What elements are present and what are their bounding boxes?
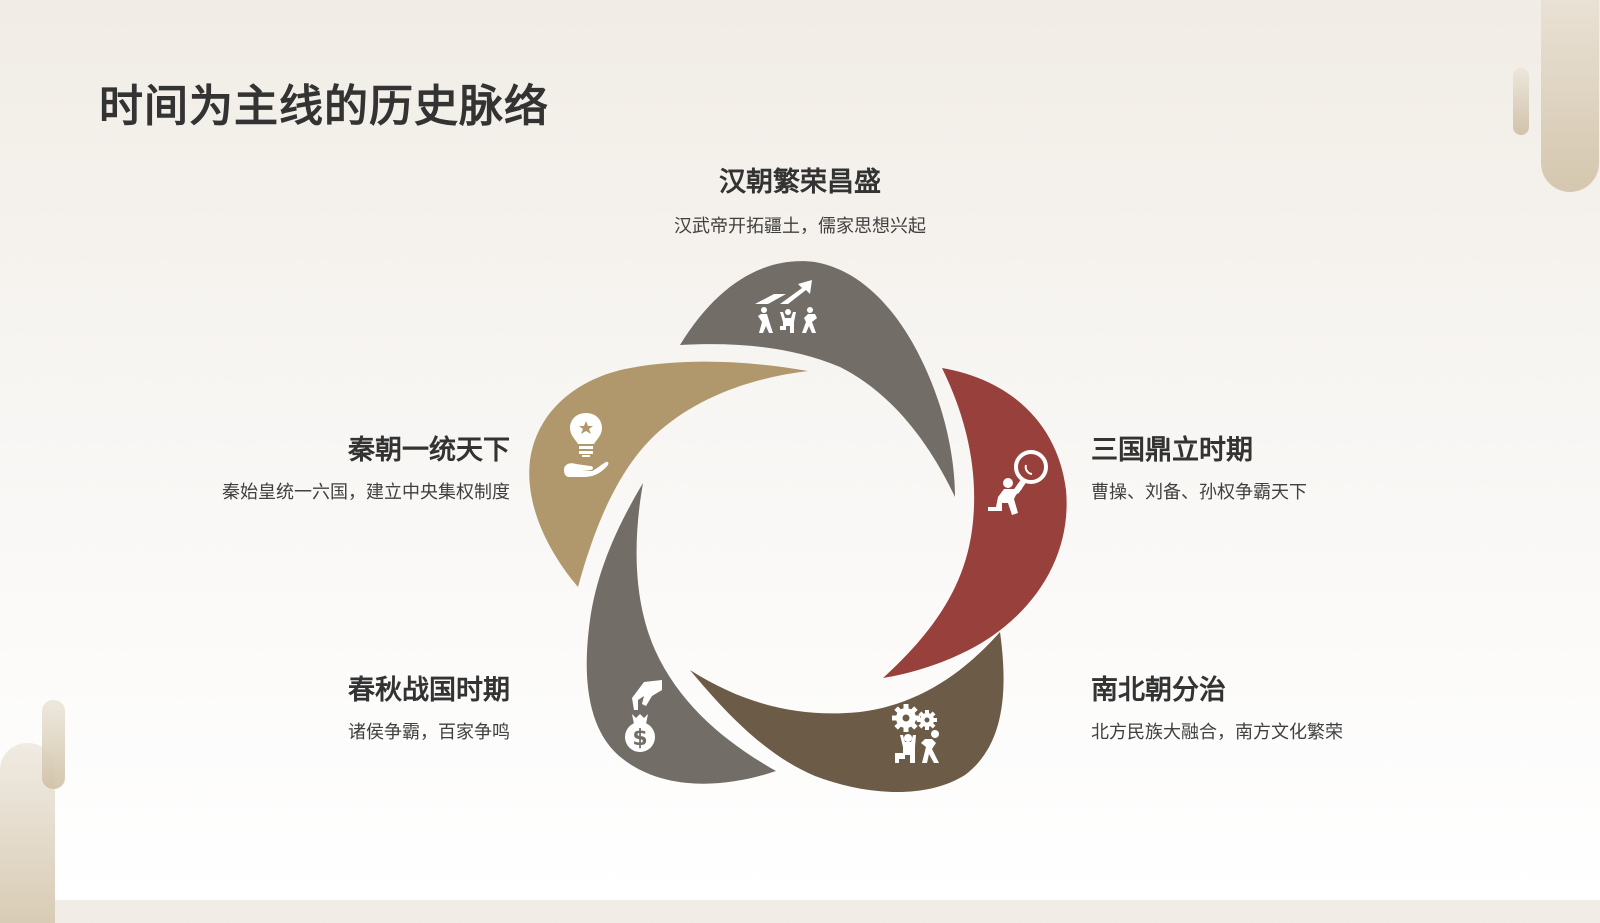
petal-left-shape (529, 361, 808, 587)
decorative-pill-bottom-left-small (42, 700, 65, 789)
petal-bottom-left (586, 483, 776, 784)
team-lifting-growth-arrow-icon (755, 280, 817, 333)
stage-description-northern-southern: 北方民族大融合，南方文化繁荣 (1091, 722, 1343, 743)
petal-bottom-left-shape (586, 483, 776, 784)
decorative-pill-top-right-small (1513, 68, 1529, 135)
decorative-pill-top-right-large (1541, 0, 1599, 192)
petal-right (883, 368, 1067, 678)
page-title: 时间为主线的历史脉络 (99, 81, 549, 132)
stage-description-three-kingdoms: 曹操、刘备、孙权争霸天下 (1091, 482, 1307, 503)
stage-description-spring-autumn: 诸侯争霸，百家争鸣 (348, 722, 510, 743)
stage-heading-spring-autumn: 春秋战国时期 (348, 675, 510, 706)
svg-text:$: $ (632, 726, 647, 751)
petal-top-shape (680, 261, 955, 497)
person-with-magnifier-icon (988, 450, 1048, 515)
stage-heading-han: 汉朝繁荣昌盛 (719, 167, 881, 198)
stage-heading-three-kingdoms: 三国鼎立时期 (1091, 435, 1253, 466)
lightbulb-in-hand-icon (564, 413, 609, 477)
gear-icon (892, 704, 920, 732)
stage-heading-qin: 秦朝一统天下 (348, 435, 510, 466)
stage-heading-northern-southern: 南北朝分治 (1091, 675, 1226, 706)
stage-description-han: 汉武帝开拓疆土，儒家思想兴起 (674, 216, 926, 237)
gear-small-icon (917, 710, 937, 730)
hand-with-money-bag-icon: $ (625, 680, 662, 752)
petal-right-shape (883, 368, 1067, 678)
petal-left (529, 361, 808, 587)
pinwheel-diagram: $ (529, 261, 1067, 793)
stage-description-qin: 秦始皇统一六国，建立中央集权制度 (222, 482, 510, 503)
petal-top (680, 261, 955, 497)
people-with-gears-icon (892, 704, 939, 763)
